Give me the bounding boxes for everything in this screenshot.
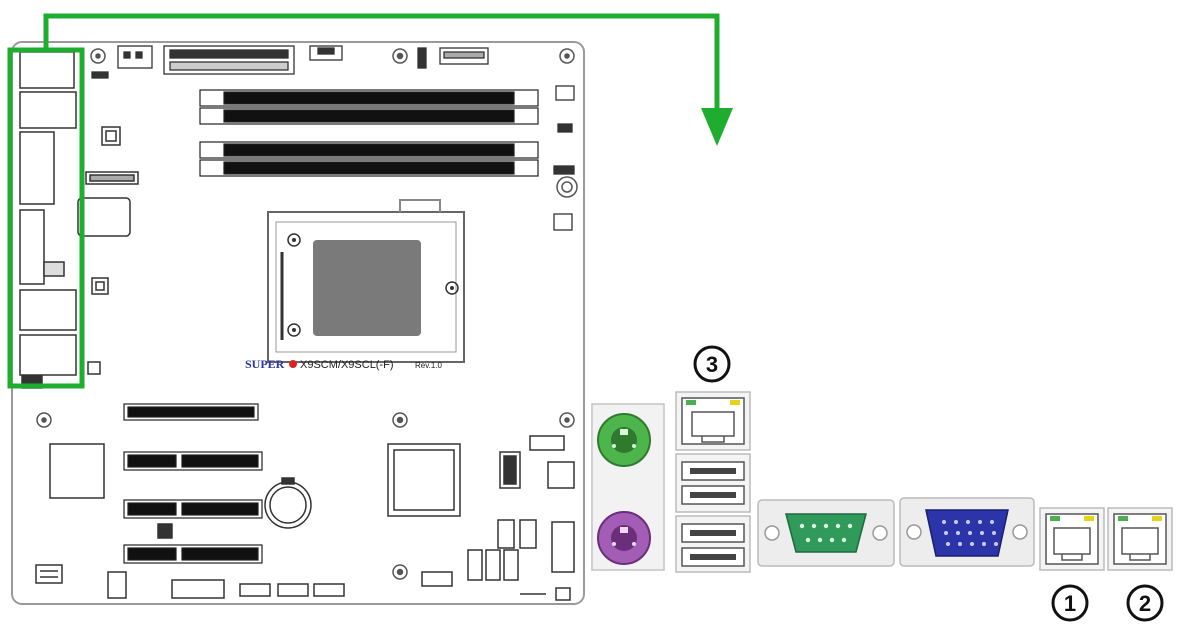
callout-2-label: 2	[1139, 591, 1151, 616]
vga-port	[900, 498, 1034, 566]
ps2-keyboard-port	[598, 512, 650, 564]
ps2-ports	[592, 404, 664, 570]
arrow-head	[701, 108, 733, 146]
callout-3-label: 3	[706, 352, 718, 377]
lan-port-2	[1108, 508, 1172, 570]
callout-2: 2	[1128, 586, 1162, 620]
callout-3: 3	[695, 347, 729, 381]
callout-1: 1	[1053, 586, 1087, 620]
com-port	[758, 500, 894, 566]
callouts: 3 1 2	[695, 347, 1162, 620]
revision-text: Rev.1.0	[415, 361, 443, 370]
ps2-mouse-port	[598, 414, 650, 466]
motherboard: SUPER X9SCM/X9SCL(-F) Rev.1.0	[12, 42, 584, 604]
cpu-socket	[268, 200, 464, 362]
rear-io-panel	[592, 392, 1172, 572]
ipmi-usb-stack	[676, 392, 750, 572]
callout-1-label: 1	[1064, 591, 1076, 616]
brand-text: SUPER	[245, 357, 285, 371]
brand-dot	[289, 360, 297, 368]
lan-port-1	[1040, 508, 1104, 570]
model-text: X9SCM/X9SCL(-F)	[300, 359, 394, 371]
